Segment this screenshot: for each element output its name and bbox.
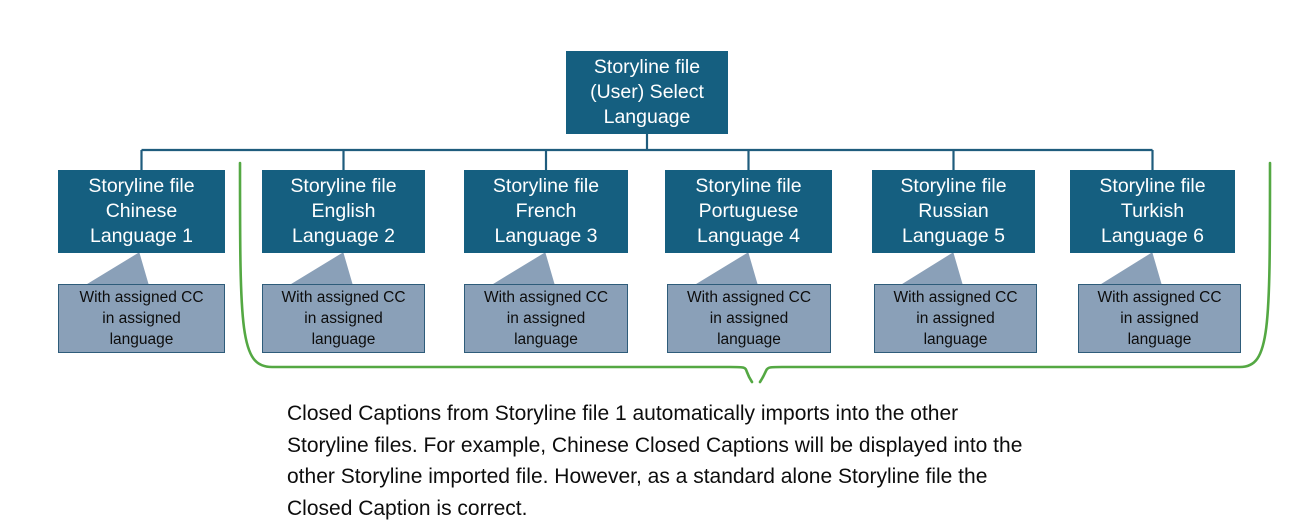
node-root-select-language[interactable]: Storyline file (User) Select Language (566, 51, 728, 134)
node-line-index: Language 6 (1100, 225, 1205, 247)
node-line-language: English (311, 200, 376, 222)
callout-tail-portuguese (695, 252, 758, 285)
root-line-3: Language (603, 106, 691, 128)
callout-line-2: in assigned (709, 310, 789, 327)
node-language-turkish[interactable]: Storyline file Turkish Language 6 (1070, 170, 1235, 253)
footnote-line-1: Closed Captions from Storyline file 1 au… (287, 402, 959, 425)
callout-line-3: language (311, 331, 376, 348)
callout-line-2: in assigned (1120, 310, 1199, 327)
node-language-russian[interactable]: Storyline file Russian Language 5 (872, 170, 1035, 253)
callout-tail-chinese (86, 252, 149, 285)
node-line-index: Language 1 (89, 225, 194, 247)
node-line-title: Storyline file (1099, 175, 1206, 197)
callout-line-3: language (514, 331, 578, 348)
node-line-title: Storyline file (88, 175, 195, 197)
footnote-text: Closed Captions from Storyline file 1 au… (287, 398, 1217, 524)
node-line-index: Language 5 (901, 225, 1006, 247)
footnote-line-3: other Storyline imported file. However, … (287, 465, 988, 488)
node-line-language: Chinese (105, 200, 178, 222)
node-language-portuguese[interactable]: Storyline file Portuguese Language 4 (665, 170, 832, 253)
root-line-2: (User) Select (590, 81, 704, 103)
callout-turkish: With assigned CC in assigned language (1078, 284, 1241, 353)
callout-portuguese: With assigned CC in assigned language (667, 284, 831, 353)
node-line-title: Storyline file (900, 175, 1007, 197)
callout-chinese: With assigned CC in assigned language (58, 284, 225, 353)
callout-line-2: in assigned (304, 310, 383, 327)
callout-russian: With assigned CC in assigned language (874, 284, 1037, 353)
callout-line-3: language (1127, 331, 1192, 348)
node-line-index: Language 3 (494, 225, 598, 247)
callout-line-3: language (923, 331, 988, 348)
node-line-index: Language 2 (291, 225, 396, 247)
footnote-line-4: Closed Caption is correct. (287, 496, 528, 520)
callout-line-2: in assigned (916, 310, 995, 327)
node-language-french[interactable]: Storyline file French Language 3 (464, 170, 628, 253)
callout-line-1: With assigned CC (79, 289, 204, 306)
node-line-title: Storyline file (492, 175, 600, 197)
callout-tail-english (290, 252, 353, 285)
callout-line-2: in assigned (102, 310, 181, 327)
node-line-language: French (515, 200, 577, 222)
callout-line-1: With assigned CC (893, 289, 1018, 306)
callout-line-1: With assigned CC (483, 289, 609, 306)
node-language-english[interactable]: Storyline file English Language 2 (262, 170, 425, 253)
node-line-title: Storyline file (695, 175, 802, 197)
node-line-language: Russian (918, 200, 989, 222)
node-line-title: Storyline file (290, 175, 397, 197)
callout-tail-russian (901, 252, 963, 285)
node-line-index: Language 4 (696, 225, 801, 247)
callout-line-1: With assigned CC (1097, 289, 1222, 306)
callout-tail-turkish (1100, 252, 1162, 285)
root-line-1: Storyline file (593, 56, 701, 78)
node-language-chinese[interactable]: Storyline file Chinese Language 1 (58, 170, 225, 253)
callout-line-2: in assigned (506, 310, 586, 327)
callout-line-3: language (717, 331, 781, 348)
callout-english: With assigned CC in assigned language (262, 284, 425, 353)
footnote-line-2: Storyline files. For example, Chinese Cl… (287, 433, 1023, 457)
node-line-language: Turkish (1120, 200, 1185, 222)
callout-line-3: language (109, 331, 174, 348)
node-line-language: Portuguese (698, 200, 799, 222)
callout-french: With assigned CC in assigned language (464, 284, 628, 353)
callout-line-1: With assigned CC (686, 289, 812, 306)
callout-line-1: With assigned CC (281, 289, 406, 306)
callout-tail-french (492, 252, 555, 285)
